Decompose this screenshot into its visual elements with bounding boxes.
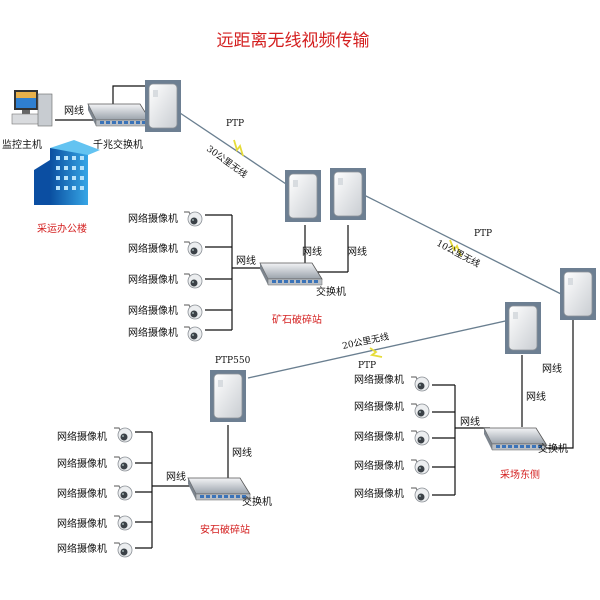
wireless-link-20km xyxy=(247,319,511,379)
camera-label: 网络摄像机 xyxy=(128,273,178,286)
camera-icon xyxy=(183,304,203,320)
camera-icon xyxy=(410,459,430,475)
lightning-icon xyxy=(233,139,244,157)
net-label: 网线 xyxy=(302,245,322,258)
net-label: 网线 xyxy=(526,390,546,403)
net-label: 网线 xyxy=(64,104,84,117)
switch-andesite-label: 交换机 xyxy=(242,495,272,508)
net-label: 网线 xyxy=(542,362,562,375)
ptp550-label: PTP550 xyxy=(215,356,251,366)
monitor-host-icon xyxy=(11,90,53,127)
camera-icon xyxy=(410,376,430,392)
office-label: 采运办公楼 xyxy=(37,222,87,235)
radio-ore-a-icon xyxy=(284,169,322,223)
camera-label: 网络摄像机 xyxy=(57,430,107,443)
camera-icon xyxy=(183,326,203,342)
radio-andesite-icon xyxy=(209,369,247,423)
site-east-label: 采场东侧 xyxy=(500,468,540,481)
site-andesite-label: 安石破碎站 xyxy=(200,523,250,536)
camera-label: 网络摄像机 xyxy=(128,304,178,317)
camera-label: 网络摄像机 xyxy=(57,487,107,500)
net-label: 网线 xyxy=(347,245,367,258)
camera-label: 网络摄像机 xyxy=(57,517,107,530)
link-30km-label: 30公里无线 xyxy=(204,143,249,181)
switch-east-icon xyxy=(483,427,547,451)
switch-andesite-icon xyxy=(187,477,251,501)
camera-label: 网络摄像机 xyxy=(57,542,107,555)
diagram-title: 远距离无线视频传输 xyxy=(217,31,370,51)
radio-ore-b-icon xyxy=(329,167,367,221)
lightning-icon xyxy=(369,347,383,358)
camera-icon xyxy=(113,427,133,443)
wireless-link-10km xyxy=(359,192,566,297)
switch-east-label: 交换机 xyxy=(538,442,568,455)
camera-icon xyxy=(183,211,203,227)
camera-label: 网络摄像机 xyxy=(57,457,107,470)
camera-icon xyxy=(410,487,430,503)
camera-icon xyxy=(113,542,133,558)
camera-icon xyxy=(113,515,133,531)
lightning-icon xyxy=(449,239,462,257)
camera-icon xyxy=(113,485,133,501)
camera-label: 网络摄像机 xyxy=(354,400,404,413)
gigabit-switch-icon xyxy=(87,103,151,127)
camera-label: 网络摄像机 xyxy=(354,487,404,500)
camera-label: 网络摄像机 xyxy=(354,373,404,386)
net-label: 网线 xyxy=(460,415,480,428)
site-ore-label: 矿石破碎站 xyxy=(272,313,322,326)
camera-icon xyxy=(183,273,203,289)
camera-label: 网络摄像机 xyxy=(354,430,404,443)
net-label: 网线 xyxy=(232,446,252,459)
radio-east-relay-icon xyxy=(559,267,597,321)
monitor-host-label: 监控主机 xyxy=(2,138,42,151)
camera-icon xyxy=(410,430,430,446)
ptp-label: PTP xyxy=(226,119,244,129)
camera-label: 网络摄像机 xyxy=(354,459,404,472)
switch-ore-icon xyxy=(259,262,323,286)
camera-label: 网络摄像机 xyxy=(128,242,178,255)
camera-icon xyxy=(410,403,430,419)
wireless-link-30km xyxy=(179,112,299,193)
switch-ore-label: 交换机 xyxy=(316,285,346,298)
radio-east-icon xyxy=(504,301,542,355)
net-label: 网线 xyxy=(166,470,186,483)
radio-hq-icon xyxy=(144,79,182,133)
gigabit-switch-label: 千兆交换机 xyxy=(93,138,143,151)
office-building-icon xyxy=(34,140,100,205)
camera-label: 网络摄像机 xyxy=(128,212,178,225)
camera-icon xyxy=(183,241,203,257)
ptp-label: PTP xyxy=(474,229,492,239)
ptp-label: PTP xyxy=(358,361,376,371)
camera-icon xyxy=(113,456,133,472)
camera-label: 网络摄像机 xyxy=(128,326,178,339)
net-label: 网线 xyxy=(236,254,256,267)
